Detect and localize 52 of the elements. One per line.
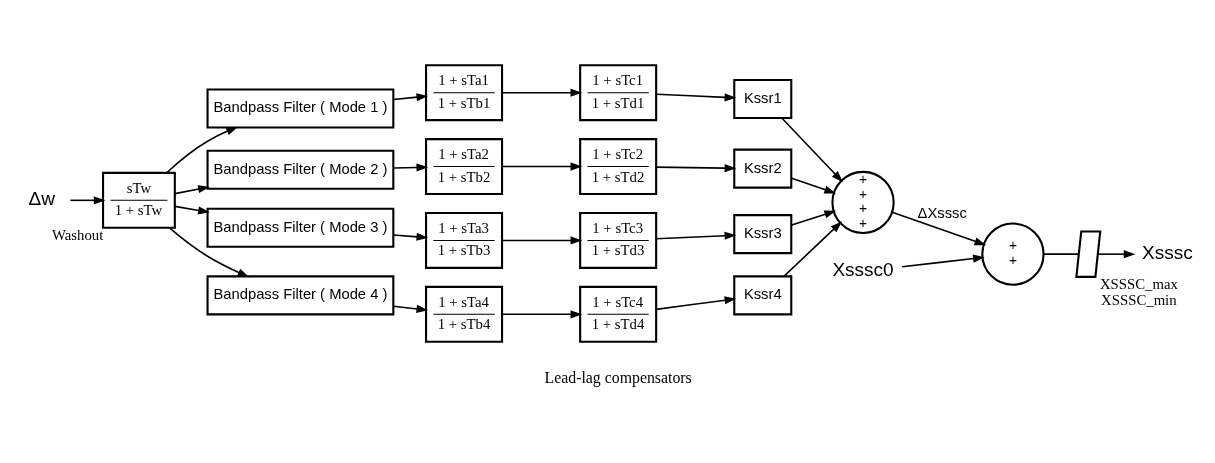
node-box: Bandpass Filter ( Mode 2 ) bbox=[206, 149, 395, 190]
node-box: 1 + sTa1 1 + sTb1 bbox=[425, 63, 504, 121]
node-box: Kssr2 bbox=[733, 148, 793, 189]
arrow bbox=[790, 176, 836, 194]
arrow bbox=[655, 295, 737, 310]
node-label: Washout bbox=[52, 226, 104, 243]
arrow bbox=[392, 304, 429, 313]
arrow bbox=[781, 117, 843, 182]
node-box: 1 + sTc3 1 + sTd3 bbox=[579, 211, 658, 269]
arrow bbox=[174, 184, 210, 194]
arrow bbox=[1097, 249, 1136, 258]
node-box: 1 + sTc4 1 + sTd4 bbox=[579, 285, 658, 343]
node-circle: + + bbox=[981, 222, 1045, 286]
arrow bbox=[501, 235, 583, 244]
arrow bbox=[501, 162, 583, 171]
node-text: Xsssc bbox=[1142, 241, 1193, 263]
node-box: Bandpass Filter ( Mode 3 ) bbox=[206, 207, 395, 248]
node-box: Kssr3 bbox=[733, 213, 793, 254]
node-label: XSSSC_max bbox=[1099, 275, 1178, 292]
node-box: Kssr4 bbox=[733, 274, 793, 315]
node-box: 1 + sTa2 1 + sTb2 bbox=[425, 137, 504, 195]
node-box: Bandpass Filter ( Mode 1 ) bbox=[206, 87, 395, 129]
arrow bbox=[165, 126, 238, 174]
arrow bbox=[891, 211, 987, 245]
arrow bbox=[174, 205, 210, 214]
node-box: 1 + sTa3 1 + sTb3 bbox=[425, 211, 504, 269]
node-label: XSSSC_min bbox=[1101, 291, 1177, 308]
node-box: sTw 1 + sTw bbox=[102, 171, 176, 229]
arrow bbox=[501, 88, 583, 97]
arrow bbox=[168, 226, 250, 277]
arrow bbox=[69, 195, 106, 204]
arrow bbox=[655, 163, 737, 172]
node-text: Xsssc0 bbox=[832, 258, 894, 280]
arrow bbox=[392, 162, 429, 172]
edge-label: ΔXsssc bbox=[917, 204, 967, 221]
arrow bbox=[655, 92, 737, 101]
label: Lead-lag compensators bbox=[544, 368, 692, 386]
node-text: Δw bbox=[28, 187, 56, 209]
arrow bbox=[392, 92, 429, 101]
arrow bbox=[790, 210, 836, 226]
arrow bbox=[655, 231, 737, 240]
arrow bbox=[901, 254, 985, 267]
arrow bbox=[501, 309, 583, 318]
node-box: Kssr1 bbox=[733, 78, 793, 119]
arrow bbox=[783, 220, 843, 277]
node-box: Bandpass Filter ( Mode 4 ) bbox=[206, 274, 395, 315]
node-box: 1 + sTa4 1 + sTb4 bbox=[425, 285, 504, 343]
connector bbox=[1043, 252, 1080, 255]
node-box: 1 + sTc1 1 + sTd1 bbox=[579, 63, 658, 121]
node-picture bbox=[1075, 229, 1102, 278]
arrow bbox=[392, 232, 429, 241]
node-box: 1 + sTc2 1 + sTd2 bbox=[579, 137, 658, 195]
